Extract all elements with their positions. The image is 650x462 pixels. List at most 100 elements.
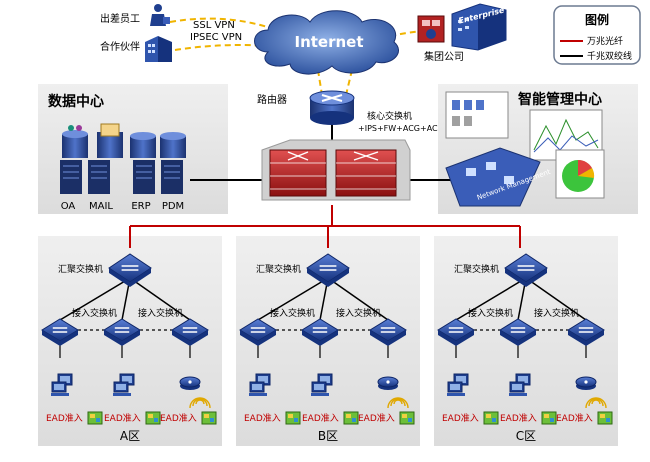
- access-switch-icon: [239, 318, 277, 346]
- traveler-icon: [150, 4, 170, 26]
- erp-database-icon: [130, 132, 156, 158]
- zone-name-label: A区: [120, 429, 140, 443]
- uplink-line: [327, 277, 389, 321]
- ead-label: EAD准入: [302, 413, 339, 424]
- access-switch-icon: [103, 318, 141, 346]
- pdm-database-icon: [160, 132, 186, 158]
- partner-label: 合作伙伴: [100, 40, 140, 53]
- pc-icon: [249, 373, 271, 396]
- access-switch-label: 接入交换机: [534, 307, 579, 319]
- access-switch-icon: [369, 318, 407, 346]
- legend-title: 图例: [585, 12, 609, 27]
- vpn-link-router-b: [345, 69, 353, 96]
- ead-label: EAD准入: [244, 413, 281, 424]
- access-switch-icon: [567, 318, 605, 346]
- access-switch-icon: [301, 318, 339, 346]
- fiber-links: [129, 205, 521, 248]
- vpn-link-traveler: [169, 17, 301, 41]
- pc-icon: [447, 373, 469, 396]
- uplink-line: [455, 277, 527, 321]
- uplink-line: [129, 277, 191, 321]
- legend-fiber-label: 万兆光纤: [587, 35, 623, 47]
- mgmt-title: 智能管理中心: [517, 91, 602, 108]
- aggregation-switch-icon: [306, 253, 350, 287]
- traveler-label: 出差员工: [100, 12, 140, 25]
- aggregation-switch-label: 汇聚交换机: [256, 263, 301, 275]
- mgmt-topology-screenshot: [445, 147, 541, 207]
- access-switch-label: 接入交换机: [270, 307, 315, 319]
- wifi-signal-icon: [189, 397, 211, 409]
- uplink-line: [525, 277, 587, 321]
- uplink-line: [257, 277, 329, 321]
- wifi-signal-icon: [585, 397, 607, 409]
- pc-icon: [509, 373, 531, 396]
- ead-badge-icon: [483, 411, 499, 425]
- legend-box: 图例 万兆光纤 千兆双绞线: [553, 5, 641, 65]
- ead-badge-icon: [399, 411, 415, 425]
- ead-badge-icon: [541, 411, 557, 425]
- ead-badge-icon: [201, 411, 217, 425]
- legend-twisted-label: 千兆双绞线: [587, 50, 632, 62]
- ead-label: EAD准入: [442, 413, 479, 424]
- server-label-mail: MAIL: [89, 201, 113, 212]
- group-company-icon: [417, 3, 507, 51]
- aggregation-switch-label: 汇聚交换机: [454, 263, 499, 275]
- mail-folder-icon: [97, 123, 123, 158]
- access-switch-icon: [171, 318, 209, 346]
- mgmt-pie-chart-screenshot: [555, 149, 605, 199]
- access-switch-label: 接入交换机: [336, 307, 381, 319]
- ead-label: EAD准入: [358, 413, 395, 424]
- ead-badge-icon: [87, 411, 103, 425]
- access-switch-icon: [41, 318, 79, 346]
- access-switch-icon: [499, 318, 537, 346]
- partner-building-icon: [145, 36, 172, 62]
- ead-badge-icon: [597, 411, 613, 425]
- ead-label: EAD准入: [500, 413, 537, 424]
- ipsec-vpn-label: IPSEC VPN: [190, 32, 242, 43]
- ead-label: EAD准入: [46, 413, 83, 424]
- server-rack-mail-icon: [88, 160, 110, 194]
- ead-label: EAD准入: [160, 413, 197, 424]
- server-rack-oa-icon: [60, 160, 82, 194]
- wireless-ap-icon: [179, 376, 201, 390]
- ead-badge-icon: [285, 411, 301, 425]
- aggregation-switch-label: 汇聚交换机: [58, 263, 103, 275]
- uplink-line: [59, 277, 131, 321]
- core-switch-label: 核心交换机: [367, 110, 412, 122]
- zone-name-label: B区: [318, 429, 338, 443]
- wireless-ap-icon: [575, 376, 597, 390]
- server-label-oa: OA: [61, 201, 76, 212]
- ead-badge-icon: [343, 411, 359, 425]
- server-label-pdm: PDM: [162, 201, 184, 212]
- ead-badge-icon: [145, 411, 161, 425]
- vpn-link-router-a: [317, 69, 323, 96]
- router-icon: [309, 90, 355, 125]
- datacenter-title: 数据中心: [48, 93, 104, 110]
- access-switch-label: 接入交换机: [138, 307, 183, 319]
- core-switch-features: +IPS+FW+ACG+AC: [358, 124, 438, 133]
- internet-cloud-icon: [254, 10, 399, 75]
- access-switch-label: 接入交换机: [72, 307, 117, 319]
- router-label: 路由器: [257, 93, 287, 106]
- wireless-ap-icon: [377, 376, 399, 390]
- ead-label: EAD准入: [556, 413, 593, 424]
- server-rack-erp-icon: [133, 160, 155, 194]
- group-company-label: 集团公司: [424, 50, 464, 63]
- pc-icon: [51, 373, 73, 396]
- ssl-vpn-label: SSL VPN: [193, 20, 235, 31]
- access-switch-icon: [437, 318, 475, 346]
- aggregation-switch-icon: [108, 253, 152, 287]
- pc-icon: [311, 373, 333, 396]
- datacenter-users-icon: [62, 125, 88, 158]
- access-switch-label: 接入交换机: [468, 307, 513, 319]
- ead-label: EAD准入: [104, 413, 141, 424]
- zone-name-label: C区: [516, 429, 536, 443]
- server-rack-pdm-icon: [161, 160, 183, 194]
- internet-label: Internet: [294, 33, 363, 51]
- core-switch-chassis-icon: [261, 139, 411, 201]
